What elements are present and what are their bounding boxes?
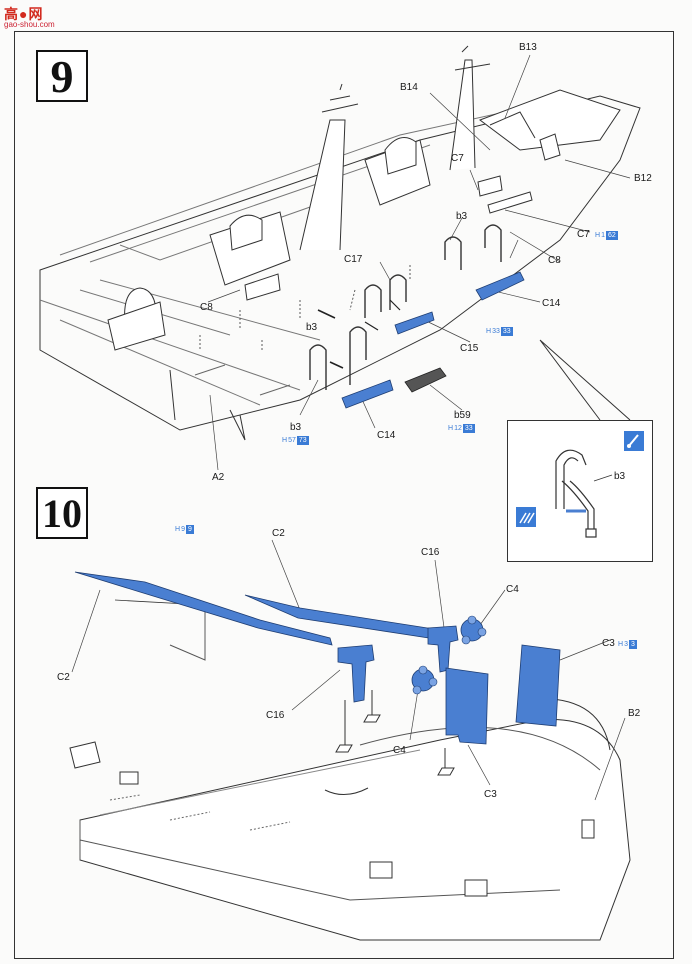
step-number-10: 10 (36, 487, 88, 539)
stern-hull-outline (79, 719, 631, 941)
detail-drawing (516, 431, 644, 538)
watermark-logo: 高●网 gao-shou.com (4, 4, 80, 30)
label-b3-a: b3 (456, 211, 468, 222)
label-b3-b: b3 (306, 322, 318, 333)
strut-c16-right (427, 625, 459, 673)
watermark-url: gao-shou.com (4, 20, 55, 29)
label-c2-left: C2 (57, 672, 70, 683)
label-c16-top: C16 (421, 547, 440, 558)
label-b13: B13 (519, 42, 537, 53)
shaft-upper (244, 594, 443, 641)
label-c15: C15 (460, 343, 479, 354)
label-c14-bottom: C14 (377, 430, 396, 441)
shaft-lower (74, 571, 333, 646)
label-c8-right: C8 (548, 255, 561, 266)
label-c3-top: C3 (602, 638, 615, 649)
boat-b59 (404, 367, 447, 393)
label-b2: B2 (628, 708, 641, 719)
label-b59: b59 (454, 410, 471, 421)
detail-label-b3: b3 (614, 471, 626, 482)
label-b12: B12 (634, 173, 652, 184)
label-c7-right: C7 (577, 229, 590, 240)
label-c3-bottom: C3 (484, 789, 497, 800)
label-c4-top: C4 (506, 584, 519, 595)
boat-c14-right (475, 271, 525, 301)
detail-inset: b3 (507, 420, 653, 562)
label-c16-bottom: C16 (266, 710, 285, 721)
label-c8-left: C8 (200, 302, 213, 313)
label-a2: A2 (212, 472, 225, 483)
boat-c14-bottom (341, 379, 394, 409)
label-b3-c: b3 (290, 422, 302, 433)
label-c2-top: C2 (272, 528, 285, 539)
glue-icon (516, 507, 536, 527)
boat-c15 (394, 311, 435, 335)
main-mast (299, 119, 346, 251)
step-number-9: 9 (36, 50, 88, 102)
rudder-c3-front (445, 667, 489, 745)
label-c14-right: C14 (542, 298, 561, 309)
label-c17: C17 (344, 254, 363, 265)
rudder-c3-back (515, 644, 561, 727)
watermark-chars: 高●网 (4, 6, 44, 22)
page-frame (14, 31, 674, 959)
label-b14: B14 (400, 82, 418, 93)
strut-c16-left (337, 644, 375, 703)
label-c7-top: C7 (451, 153, 464, 164)
label-c4-bottom: C4 (393, 745, 406, 756)
paint-brush-icon (624, 431, 644, 451)
